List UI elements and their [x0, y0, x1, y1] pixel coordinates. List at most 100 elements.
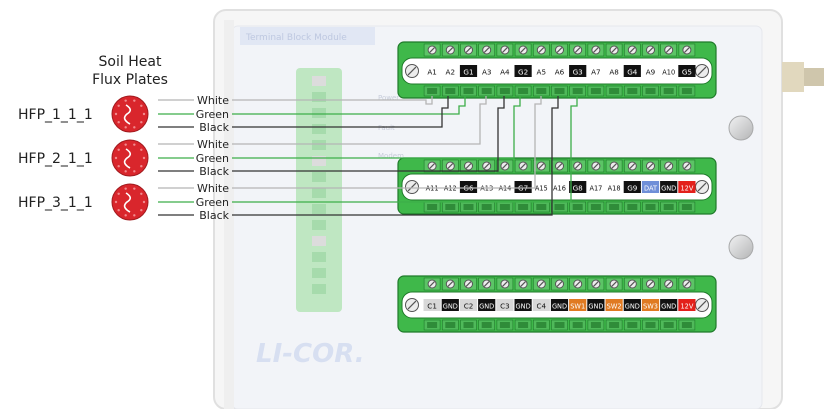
screw-slot [483, 281, 490, 287]
screw-slot [697, 300, 707, 310]
sensor-group-title-line1: Soil Heat [99, 54, 162, 70]
terminal-socket-hole [609, 322, 620, 328]
terminal-socket-hole [627, 204, 638, 210]
screw-slot [684, 47, 690, 53]
terminal-socket-hole [681, 204, 692, 210]
green-strip-pins [312, 76, 326, 294]
terminal-label-bg [441, 65, 459, 77]
terminal-label-bg [478, 65, 496, 77]
terminal-label: G9 [627, 184, 638, 193]
terminal-label: GND [552, 303, 567, 311]
screw-slot [574, 281, 581, 287]
terminal-label-bg [532, 181, 550, 193]
terminal-label-bg [623, 65, 641, 77]
terminal-socket-hole [499, 322, 510, 328]
plate-dot [117, 165, 120, 168]
screw-slot [665, 281, 672, 287]
terminal-label-bg [459, 299, 478, 311]
screw-slot [629, 47, 636, 53]
terminal-label: A17 [589, 185, 602, 193]
terminal-label: SW3 [643, 303, 658, 311]
plate-dot [133, 187, 136, 190]
plate-dot [140, 209, 143, 212]
plate-dot [133, 214, 136, 217]
screw-slot [593, 281, 599, 287]
terminal-label-bg [678, 299, 696, 311]
terminal-label-bg [623, 181, 641, 193]
screw-slot [611, 47, 617, 53]
terminal-socket-hole [590, 322, 601, 328]
terminal-label-bg [569, 181, 587, 193]
terminal-socket-hole [445, 204, 456, 210]
terminal-socket-hole [427, 88, 438, 94]
screw-slot [429, 281, 435, 287]
terminal-label-bg [514, 181, 532, 193]
plate-dot [142, 156, 146, 160]
terminal-label-bg [660, 65, 678, 77]
plate-dot [124, 99, 127, 102]
screw-slot [629, 163, 636, 169]
terminal-label: C3 [500, 302, 510, 311]
terminal-label-bg [459, 65, 478, 77]
terminal-label-bg [441, 299, 459, 311]
terminal-label: GND [479, 303, 494, 311]
terminal-socket-hole [627, 88, 638, 94]
screw-slot [407, 66, 417, 76]
terminal-label-bg [496, 181, 514, 193]
terminal-label: G8 [573, 184, 584, 193]
plate-dot [140, 192, 143, 195]
heat-flux-plate-icon [111, 95, 149, 133]
terminal-label-bg [423, 299, 441, 311]
sensor-group-title-line2: Flux Plates [92, 72, 168, 88]
heat-flux-plate-icon [111, 139, 149, 177]
terminal-socket-hole [572, 204, 583, 210]
terminal-label: A1 [427, 68, 437, 77]
terminal-socket-hole [463, 88, 474, 94]
plate-cable-icon [123, 148, 132, 169]
screw-slot [407, 300, 417, 310]
terminal-label: A5 [537, 68, 547, 77]
wire-black-route [232, 96, 505, 172]
sensor-wires [158, 96, 578, 216]
screw-slot [538, 163, 545, 169]
screw-slot [502, 281, 508, 287]
terminal-label-bg [678, 65, 696, 77]
strip-pin [312, 92, 326, 102]
terminal-label: GND [625, 303, 640, 311]
terminal-label: C2 [464, 302, 474, 311]
terminal-label-bg [587, 299, 605, 311]
screw-slot [447, 47, 454, 53]
screw-slot [407, 182, 417, 192]
plate-cable-icon [123, 192, 132, 213]
terminal-label: GND [516, 303, 531, 311]
screw-slot [611, 281, 617, 287]
plate-dot [133, 99, 136, 102]
terminal-socket-hole [554, 204, 565, 210]
screw-slot [574, 47, 581, 53]
terminal-label-bg [478, 181, 496, 193]
plate-dot [124, 126, 127, 129]
terminal-label: SW2 [607, 303, 622, 311]
strip-pin [312, 204, 326, 214]
terminal-socket-hole [554, 88, 565, 94]
terminal-socket-hole [554, 322, 565, 328]
plate-dot [117, 209, 120, 212]
terminal-label: G1 [463, 68, 473, 77]
terminal-label-bg [496, 299, 514, 311]
screw-slot [684, 163, 690, 169]
screw-slot [574, 163, 581, 169]
terminal-socket-hole [445, 322, 456, 328]
terminal-socket-hole [427, 204, 438, 210]
terminal-socket-hole [536, 204, 547, 210]
terminal-label: A7 [591, 68, 601, 77]
wire-label-black: Black [199, 121, 229, 134]
terminal-socket-hole [590, 88, 601, 94]
terminal-label-bg [678, 181, 696, 193]
wire-label-green: Green [196, 108, 229, 121]
screw-slot [593, 47, 599, 53]
terminal-label: GND [661, 185, 676, 193]
screw-slot [429, 47, 435, 53]
terminal-label: A9 [646, 68, 656, 77]
